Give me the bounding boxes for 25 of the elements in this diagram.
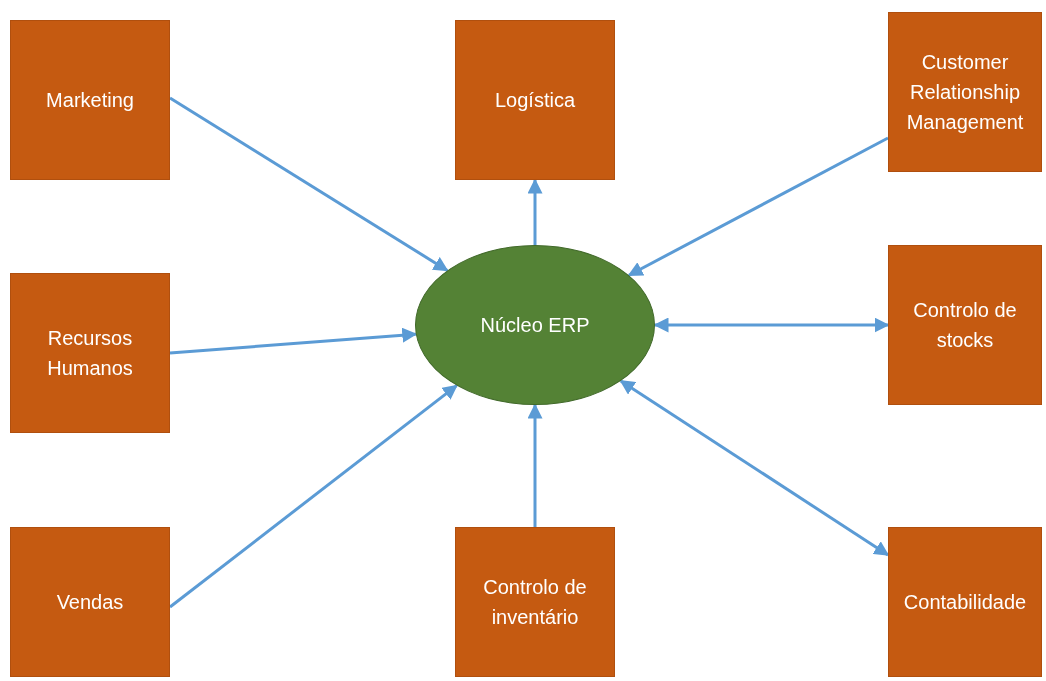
node-label: Recursos Humanos [46, 326, 134, 381]
node-label: Controlo de stocks [912, 298, 1018, 353]
module-box [455, 20, 615, 180]
arrow [169, 327, 418, 355]
node-label: Vendas [56, 590, 124, 615]
arrow [527, 178, 543, 245]
node-label: Contabilidade [903, 590, 1027, 615]
module-box [10, 273, 170, 433]
node-label: Marketing [46, 88, 134, 113]
module-box [888, 245, 1042, 405]
module-box [888, 12, 1042, 172]
node-label: Customer Relationship Management [905, 50, 1025, 135]
module-box [10, 20, 170, 180]
arrow [627, 136, 889, 277]
arrow [527, 403, 543, 527]
node-label: Núcleo ERP [480, 313, 590, 338]
module-box [455, 527, 615, 677]
module-box [10, 527, 170, 677]
module-box [888, 527, 1042, 677]
node-label: Controlo de inventário [482, 575, 588, 630]
arrow [653, 317, 890, 333]
node-label: Logística [494, 88, 576, 113]
arrow [169, 384, 458, 609]
arrow [169, 96, 449, 272]
arrow [619, 379, 890, 557]
